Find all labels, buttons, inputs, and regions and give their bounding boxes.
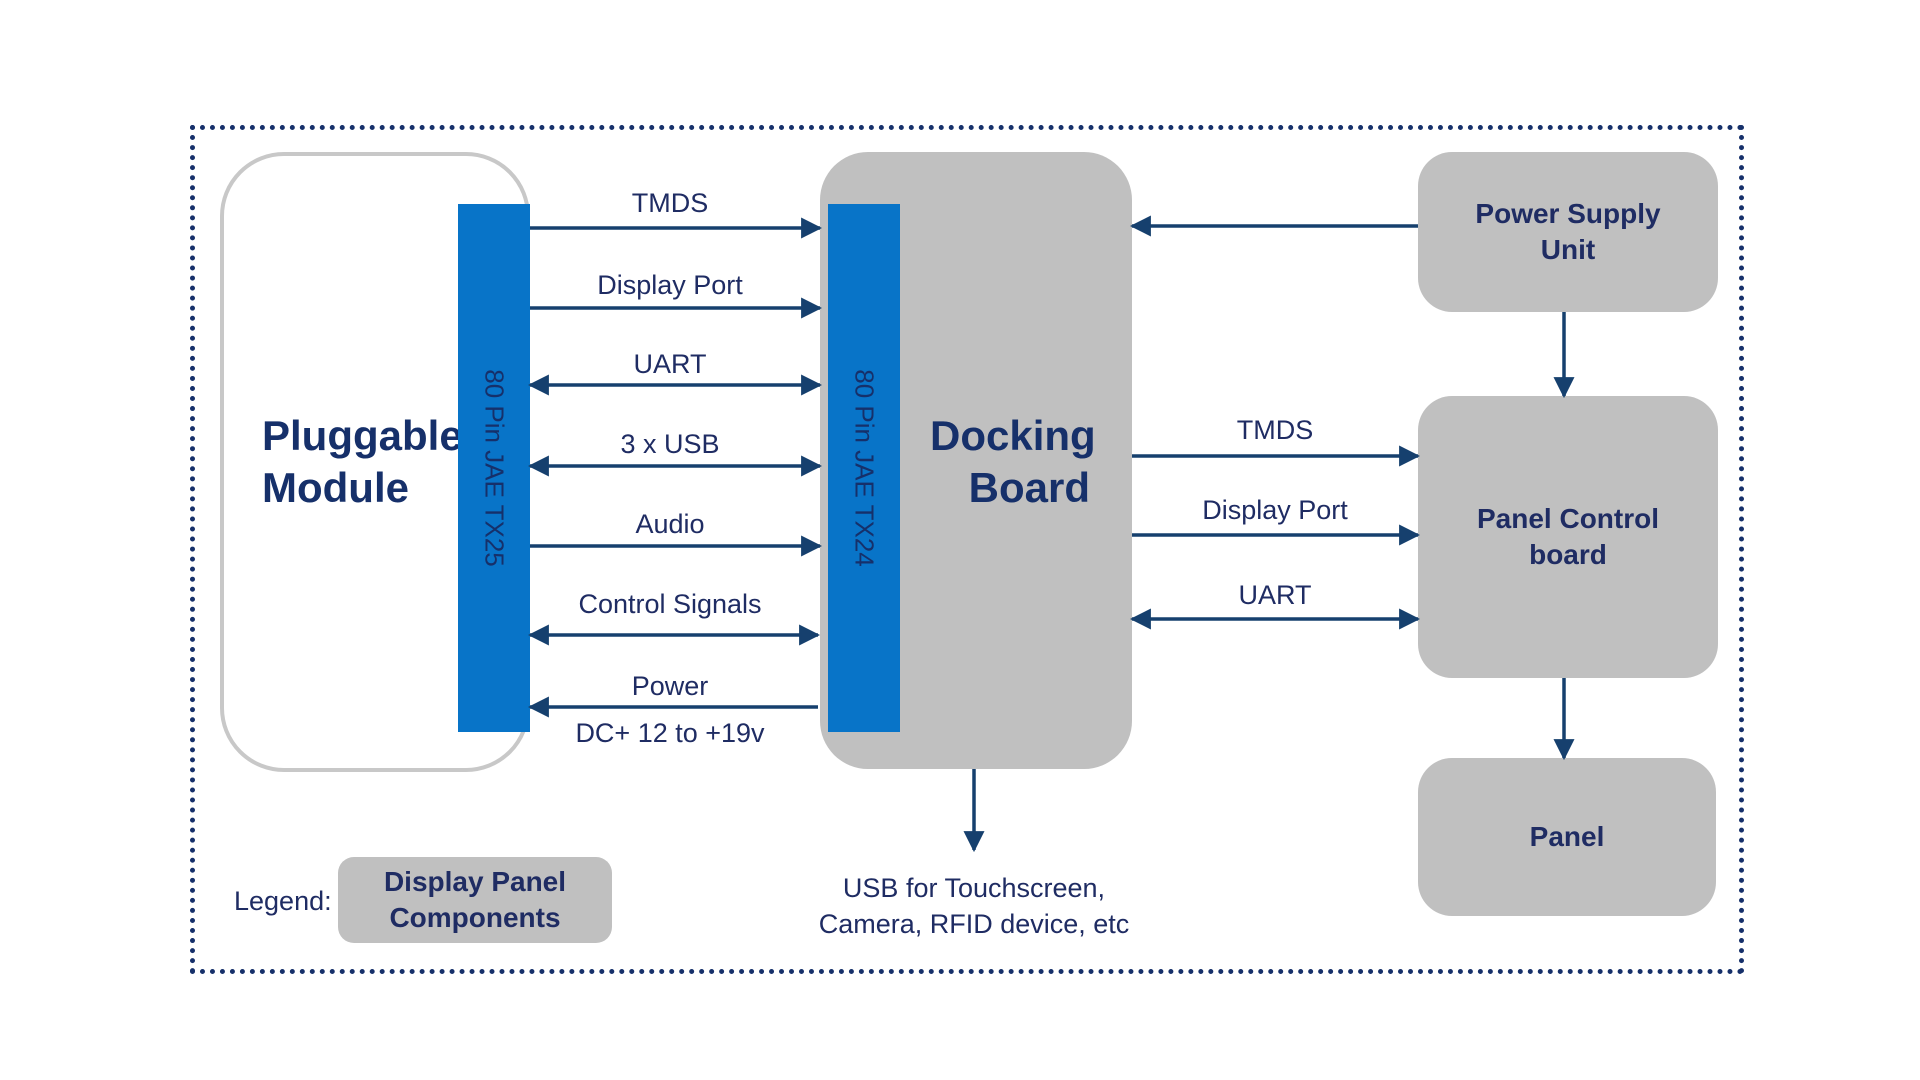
label-control-left: Control Signals: [578, 589, 762, 619]
label-audio-left: Audio: [635, 509, 705, 539]
usb-note-line1: USB for Touchscreen,: [842, 873, 1106, 903]
panel-label: Panel: [1529, 821, 1605, 852]
label-display-port-left: Display Port: [597, 270, 743, 300]
power-supply-line1: Power Supply: [1475, 198, 1661, 229]
label-display-port-right: Display Port: [1202, 495, 1348, 525]
usb-note-line2: Camera, RFID device, etc: [818, 909, 1130, 939]
usb-note: USB for Touchscreen, Camera, RFID device…: [784, 870, 1164, 942]
label-power-spec: DC+ 12 to +19v: [575, 718, 765, 748]
power-supply-unit-box: Power Supply Unit: [1418, 152, 1718, 312]
pluggable-module-line1: Pluggable: [262, 412, 463, 459]
panel-box: Panel: [1418, 758, 1716, 916]
legend-box-line2: Components: [389, 902, 561, 933]
label-power-left: Power: [631, 671, 709, 701]
pluggable-module-line2: Module: [262, 464, 409, 511]
docking-board-line1: Docking: [930, 412, 1096, 459]
label-uart-right: UART: [1238, 580, 1312, 610]
panel-control-board-box: Panel Control board: [1418, 396, 1718, 678]
legend-label: Legend:: [234, 886, 332, 916]
panel-control-line2: board: [1529, 539, 1607, 570]
diagram-frame: [190, 125, 1744, 974]
connector-tx24: 80 Pin JAE TX24: [828, 204, 900, 732]
docking-board-line2: Board: [968, 464, 1090, 511]
label-uart-left: UART: [633, 349, 707, 379]
label-tmds-right: TMDS: [1236, 415, 1314, 445]
label-tmds-left: TMDS: [631, 188, 709, 218]
power-supply-line2: Unit: [1540, 234, 1596, 265]
pluggable-module-label: Pluggable Module: [262, 410, 463, 514]
legend-box-line1: Display Panel: [383, 866, 567, 897]
docking-board-label: Docking Board: [930, 410, 1096, 514]
legend-box: Display Panel Components: [338, 857, 612, 943]
label-usb-left: 3 x USB: [620, 429, 720, 459]
panel-control-line1: Panel Control: [1476, 503, 1659, 534]
connector-tx25: 80 Pin JAE TX25: [458, 204, 530, 732]
